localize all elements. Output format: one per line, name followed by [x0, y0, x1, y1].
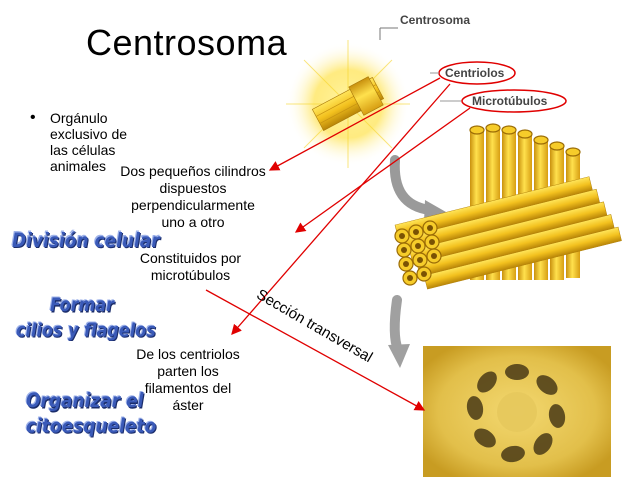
label-centrosoma: Centrosoma	[400, 13, 471, 27]
function-cilios-line1: Formar	[50, 293, 114, 316]
arrow-microtubulos-to-constituidos	[294, 107, 471, 233]
zoom-arrow-1	[389, 155, 435, 215]
zoom-arrow-2	[389, 295, 403, 355]
bullet-icon: •	[30, 109, 36, 126]
note-cilindros: Dos pequeños cilindros dispuestos perpen…	[120, 163, 266, 230]
slide-title: Centrosoma	[86, 22, 288, 63]
label-microtubulos: Microtúbulos	[472, 94, 548, 108]
arrow-centriolos-to-parten	[231, 83, 451, 335]
note-parten: De los centriolos parten los filamentos …	[136, 346, 240, 413]
microtubulos-oval	[461, 89, 567, 113]
small-centrosome	[286, 40, 410, 168]
arrow-to-cross-section	[205, 289, 426, 411]
bullet-item: • Orgánulo exclusivo de las células anim…	[30, 109, 142, 175]
function-citoesqueleto: Organizar el citoesqueleto	[26, 389, 157, 440]
bullet-text: Orgánulo exclusivo de las células animal…	[50, 110, 128, 174]
note-constituidos: Constituidos por microtúbulos	[139, 250, 242, 283]
function-cilios-line2: cilios y flagelos	[16, 319, 156, 341]
function-citoesqueleto-line1: Organizar el	[26, 389, 144, 413]
arrow-centriolos-to-cilindros	[268, 77, 441, 171]
label-centriolos: Centriolos	[445, 66, 505, 80]
large-centriole	[394, 123, 622, 290]
function-division-celular: División celular	[12, 229, 160, 253]
function-cilios-flagelos: Formar cilios y flagelos	[16, 293, 156, 344]
function-citoesqueleto-line2: citoesqueleto	[26, 415, 157, 439]
cross-section-image	[423, 346, 611, 477]
